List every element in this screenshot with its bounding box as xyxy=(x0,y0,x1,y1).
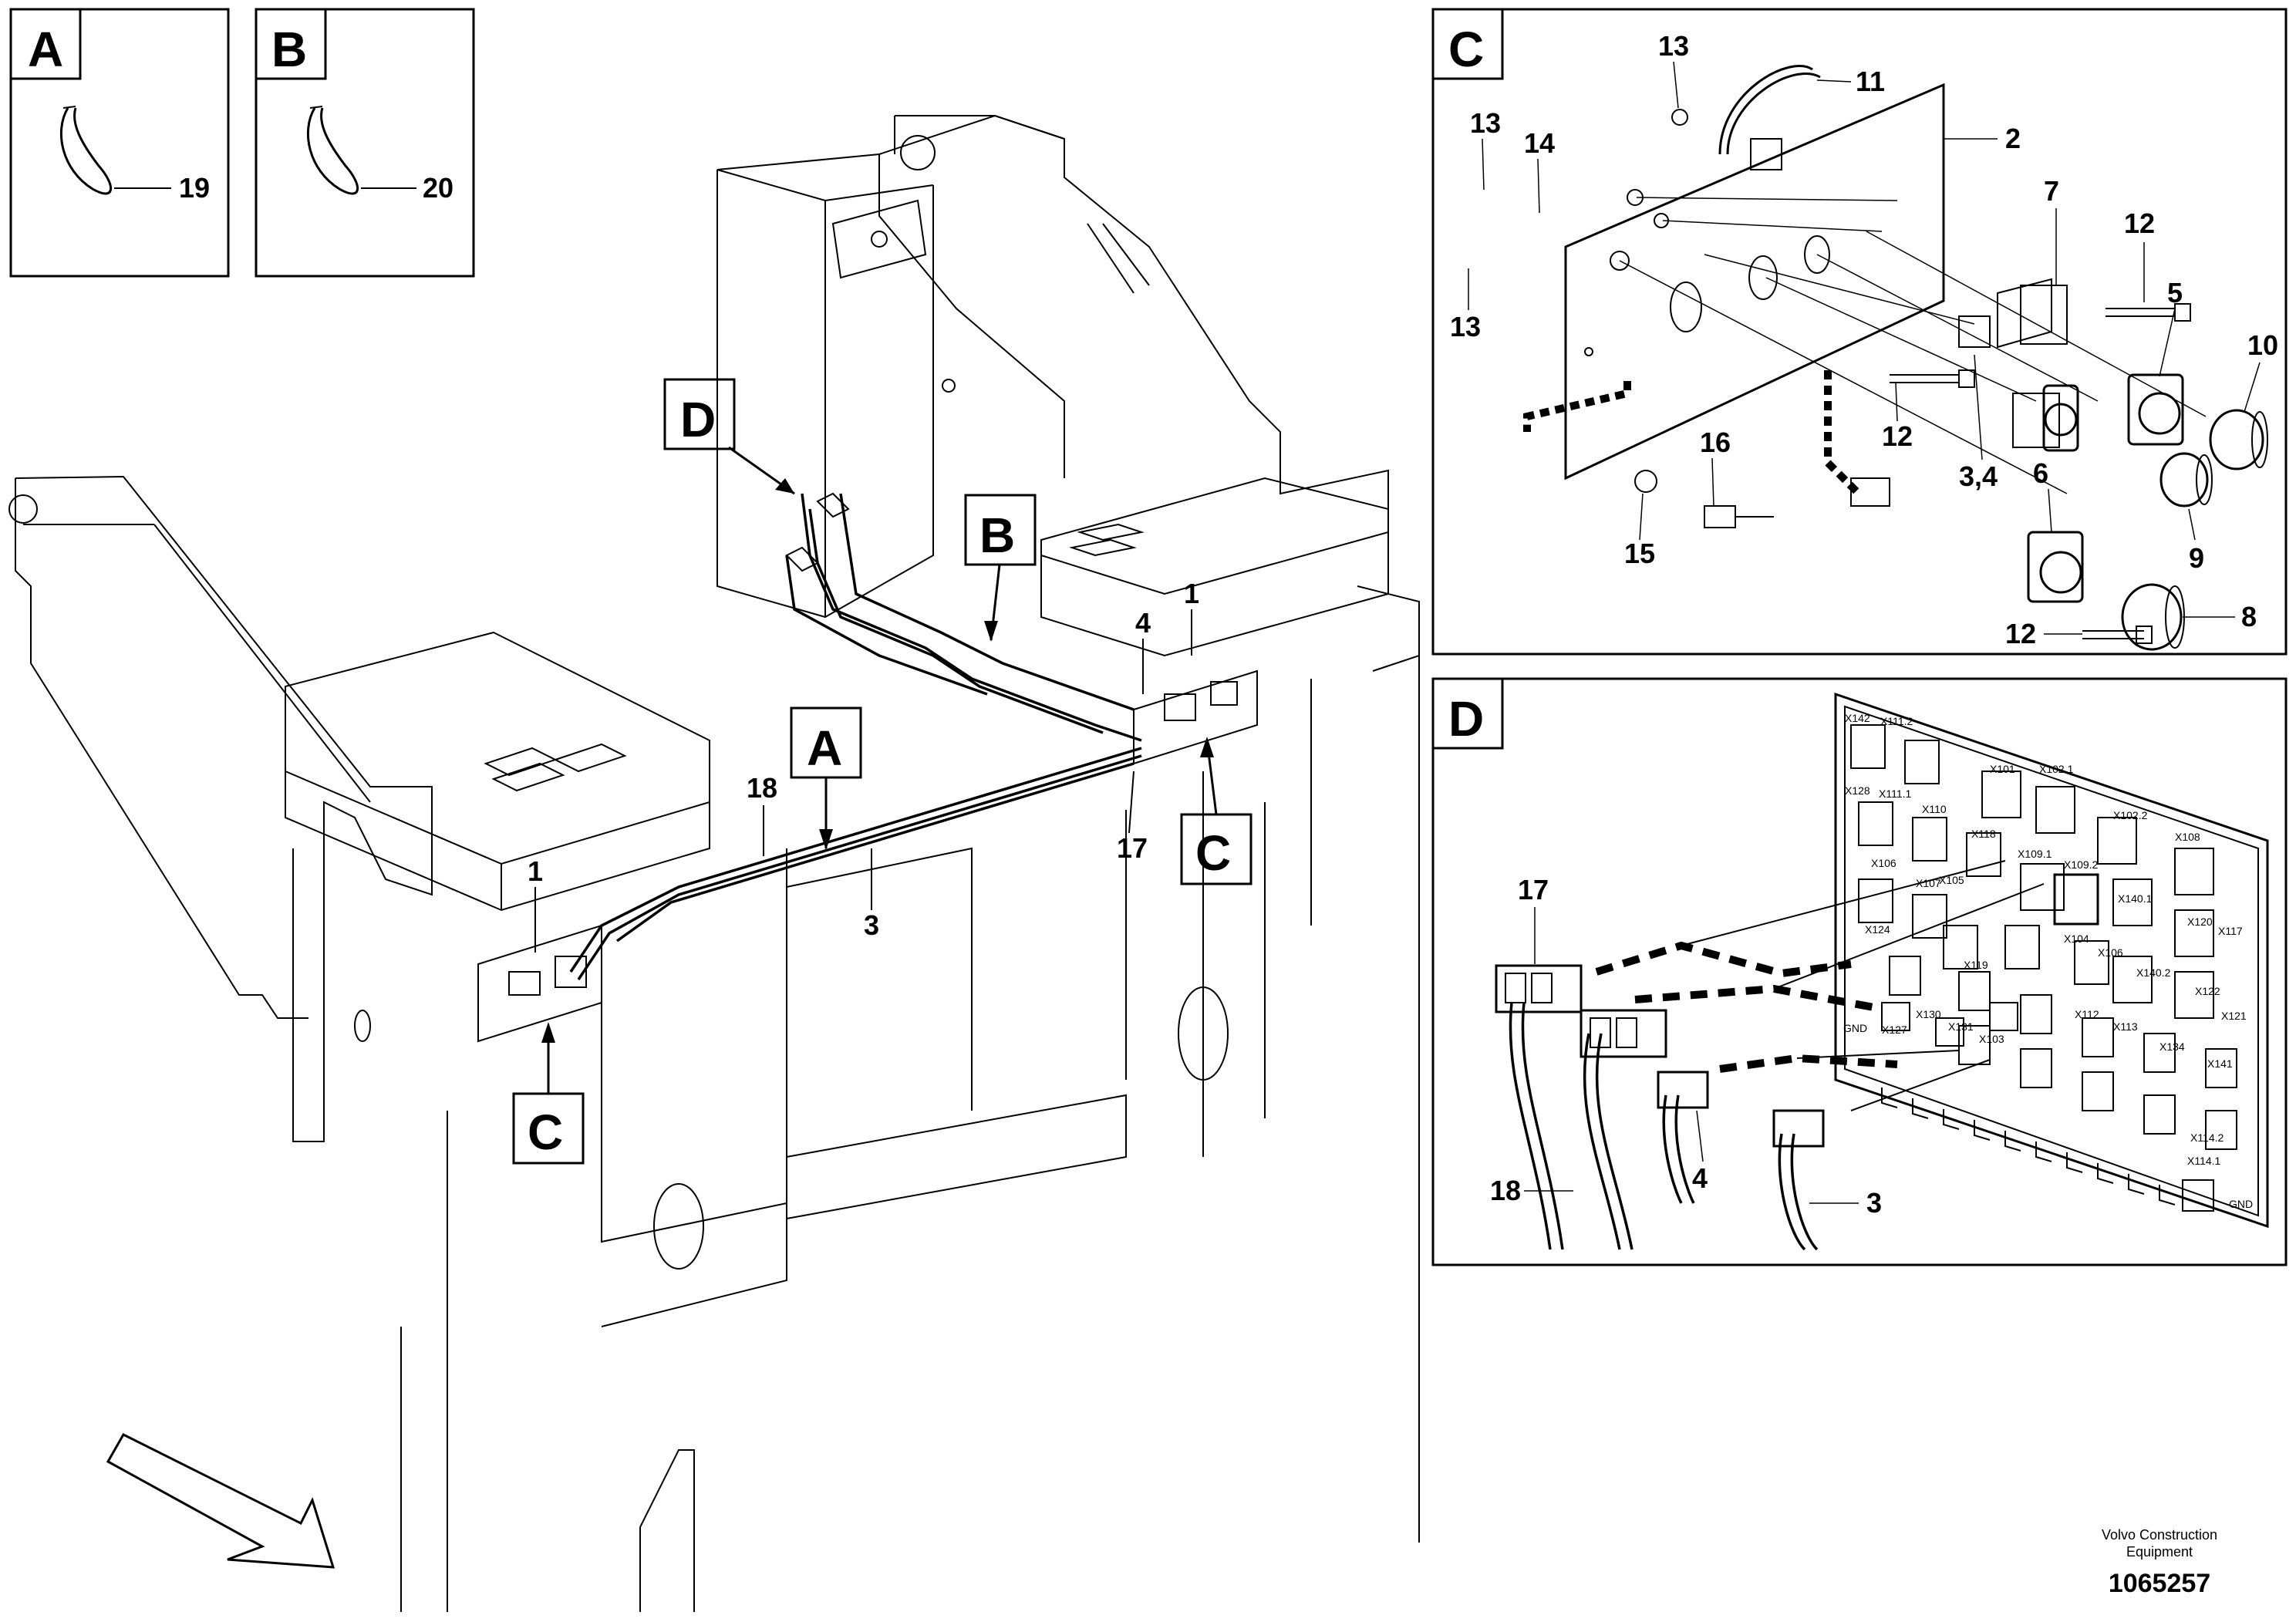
svg-text:C: C xyxy=(528,1104,563,1160)
svg-text:X134: X134 xyxy=(2159,1040,2185,1053)
svg-text:X103: X103 xyxy=(1979,1033,2004,1045)
svg-text:X130: X130 xyxy=(1916,1008,1941,1020)
svg-text:X121: X121 xyxy=(2221,1010,2247,1022)
cable-tie-icon xyxy=(59,106,112,195)
svg-text:X110: X110 xyxy=(1922,803,1947,815)
svg-text:X111.1: X111.1 xyxy=(1879,787,1912,800)
svg-text:X105: X105 xyxy=(1939,874,1964,886)
item-label: 12 xyxy=(2124,207,2155,239)
main-assembly-drawing xyxy=(8,114,1420,1612)
connector-plugs xyxy=(1495,964,1825,1148)
item-label: 13 xyxy=(1450,311,1481,342)
item-19-label: 19 xyxy=(179,172,210,204)
callout-d: D xyxy=(663,378,795,495)
svg-text:X142: X142 xyxy=(1845,712,1870,724)
svg-text:X109.2: X109.2 xyxy=(2064,858,2099,871)
cable-tie-icon xyxy=(306,106,359,195)
svg-text:X140.2: X140.2 xyxy=(2136,966,2171,979)
document-number: 1065257 xyxy=(2109,1569,2210,1598)
footer-credits: Volvo Construction Equipment 1065257 xyxy=(2102,1527,2217,1598)
svg-text:X106: X106 xyxy=(1871,857,1896,869)
inset-b-letter: B xyxy=(271,22,307,77)
item-20-label: 20 xyxy=(423,172,453,204)
inset-a-letter: A xyxy=(28,22,63,77)
item-label: 14 xyxy=(1524,127,1555,159)
svg-text:X118: X118 xyxy=(1971,828,1996,840)
svg-text:X101: X101 xyxy=(1990,763,2015,775)
item-label: 2 xyxy=(2005,123,2021,154)
svg-text:D: D xyxy=(680,392,716,447)
item-label: 16 xyxy=(1700,427,1731,458)
inset-c-letter: C xyxy=(1448,22,1484,77)
callout-b: B xyxy=(964,494,1037,642)
item-label: 18 xyxy=(747,772,777,804)
item-label: 12 xyxy=(1882,420,1913,452)
svg-text:X107: X107 xyxy=(1916,877,1941,889)
svg-text:X112: X112 xyxy=(2075,1008,2099,1020)
item-label: 17 xyxy=(1117,832,1148,864)
svg-text:X124: X124 xyxy=(1865,923,1890,936)
svg-text:X141: X141 xyxy=(2207,1057,2233,1070)
svg-text:X120: X120 xyxy=(2187,916,2213,928)
svg-text:X104: X104 xyxy=(2064,932,2089,945)
harness-wires-d xyxy=(1509,860,2045,1251)
item-label: 4 xyxy=(1692,1162,1708,1194)
svg-text:X117: X117 xyxy=(2218,925,2243,937)
svg-text:X127: X127 xyxy=(1882,1023,1907,1036)
svg-text:C: C xyxy=(1195,825,1231,881)
svg-text:X109.1: X109.1 xyxy=(2018,848,2052,860)
item-label: 3,4 xyxy=(1959,460,1998,492)
svg-text:X119: X119 xyxy=(1964,959,1988,971)
inset-d: D xyxy=(1431,677,2288,1266)
svg-text:GND: GND xyxy=(2229,1198,2253,1210)
item-label: 13 xyxy=(1658,30,1689,62)
wire-harness-main xyxy=(569,492,1142,980)
svg-text:A: A xyxy=(807,720,842,776)
inset-c: C xyxy=(1431,8,2288,656)
svg-text:X131: X131 xyxy=(1948,1020,1974,1033)
item-label: 10 xyxy=(2247,329,2278,361)
item-label: 3 xyxy=(864,909,879,941)
callout-a: A xyxy=(790,706,862,850)
item-label: 1 xyxy=(1184,578,1199,609)
item-label: 4 xyxy=(1135,607,1151,639)
svg-text:X106: X106 xyxy=(2098,946,2123,959)
item-label: 18 xyxy=(1490,1175,1521,1206)
svg-text:X108: X108 xyxy=(2175,831,2200,843)
svg-text:X114.1: X114.1 xyxy=(2187,1155,2221,1167)
direction-arrow-icon xyxy=(106,1433,335,1569)
item-label: 8 xyxy=(2241,601,2257,632)
svg-text:X140.1: X140.1 xyxy=(2118,892,2153,905)
company-name: Volvo Construction xyxy=(2102,1527,2217,1543)
main-item-labels: 1 4 17 18 3 1 xyxy=(528,578,1199,953)
item-label: 15 xyxy=(1624,538,1655,569)
callout-c-right: C xyxy=(1180,737,1253,885)
svg-text:X122: X122 xyxy=(2195,985,2220,997)
svg-text:X114.2: X114.2 xyxy=(2190,1131,2224,1144)
inset-d-letter: D xyxy=(1448,691,1484,747)
svg-text:B: B xyxy=(979,508,1015,563)
item-label: 9 xyxy=(2189,542,2204,574)
item-label: 12 xyxy=(2005,618,2036,649)
item-label: 1 xyxy=(528,855,543,887)
item-label: 11 xyxy=(1856,66,1885,97)
item-label: 5 xyxy=(2167,277,2183,309)
item-label: 17 xyxy=(1518,874,1549,905)
svg-text:GND: GND xyxy=(1843,1022,1867,1034)
item-label: 3 xyxy=(1866,1187,1882,1219)
svg-text:X128: X128 xyxy=(1845,784,1870,797)
svg-text:X102.1: X102.1 xyxy=(2039,763,2074,775)
svg-text:X113: X113 xyxy=(2113,1020,2138,1033)
inset-a: A 19 xyxy=(9,8,230,278)
inset-b: B 20 xyxy=(255,8,475,278)
item-label: 6 xyxy=(2033,457,2048,489)
item-label: 13 xyxy=(1470,107,1501,139)
company-name-line2: Equipment xyxy=(2126,1544,2193,1560)
item-label: 7 xyxy=(2044,175,2059,207)
board-relay-grid xyxy=(1850,724,2237,1212)
svg-text:X111.2: X111.2 xyxy=(1880,715,1913,727)
svg-text:X102.2: X102.2 xyxy=(2113,809,2148,821)
callout-c-left: C xyxy=(512,1022,585,1165)
